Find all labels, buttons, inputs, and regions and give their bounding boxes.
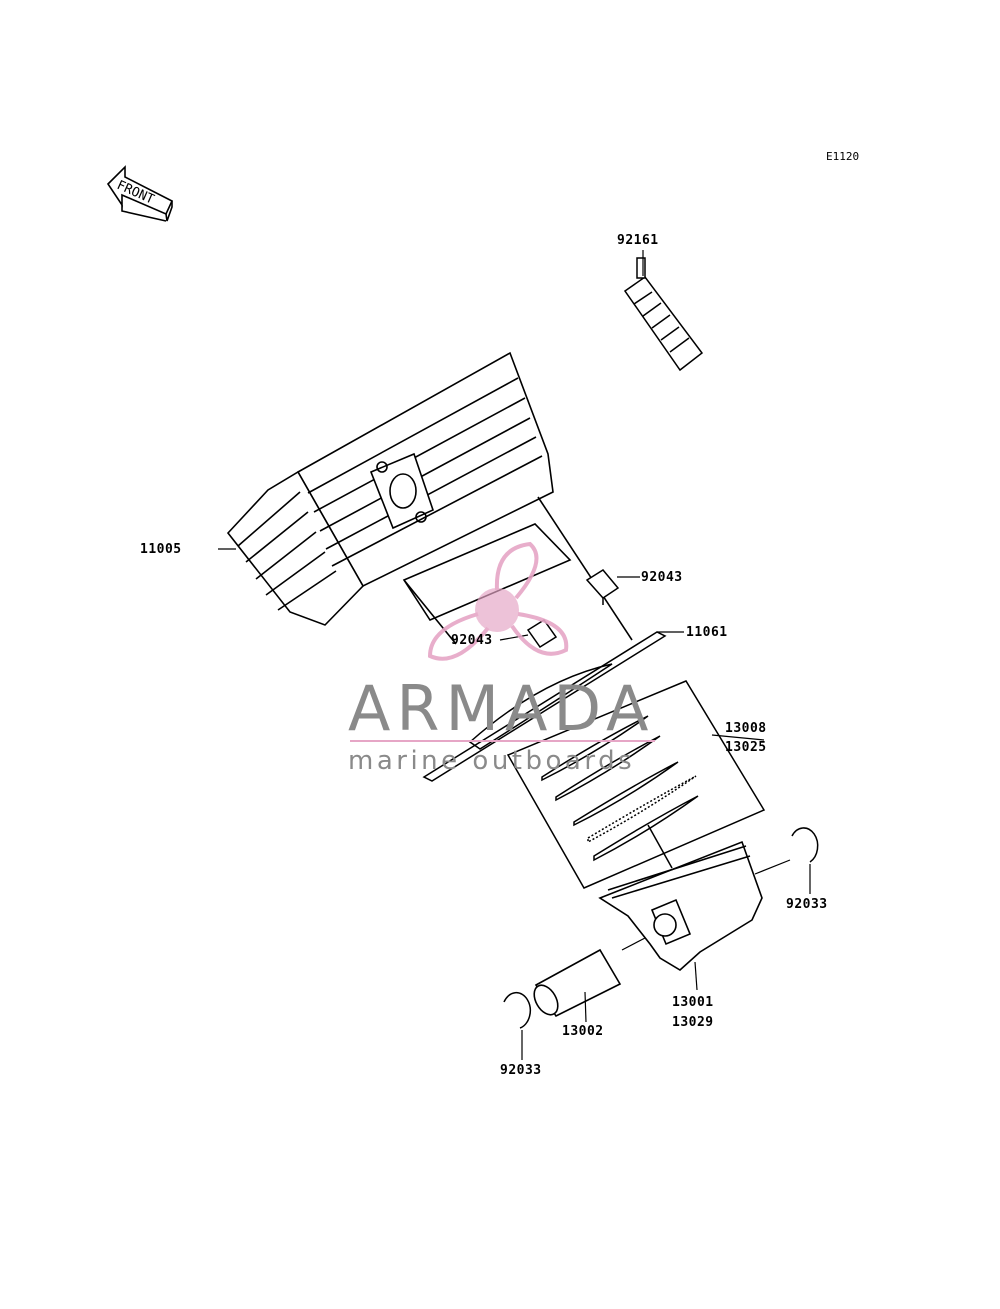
part-label-92043-upper: 92043 xyxy=(641,570,683,585)
part-label-92033-right: 92033 xyxy=(786,897,828,912)
part-label-13001: 13001 xyxy=(672,995,714,1010)
part-label-92033-left: 92033 xyxy=(500,1063,542,1078)
part-label-13002: 13002 xyxy=(562,1024,604,1039)
part-label-11005: 11005 xyxy=(140,542,182,557)
cylinder-part-11005 xyxy=(226,351,633,645)
gasket-part-11061 xyxy=(422,631,667,782)
dowel-pin-lower-92043 xyxy=(526,618,558,649)
part-label-13029: 13029 xyxy=(672,1015,714,1030)
circlip-left-92033 xyxy=(503,991,532,1029)
armada-logo-icon xyxy=(427,541,569,661)
dowel-pin-upper-92043 xyxy=(585,569,620,605)
part-label-11061: 11061 xyxy=(686,625,728,640)
diagram-code: E1120 xyxy=(826,150,860,163)
part-label-13008: 13008 xyxy=(725,721,767,736)
front-arrow-icon: FRONT xyxy=(106,165,174,222)
watermark-subtitle: marine outboards xyxy=(348,746,636,776)
part-label-92161: 92161 xyxy=(617,233,659,248)
piston-part-13001-13029 xyxy=(598,840,763,971)
part-label-92043-lower: 92043 xyxy=(451,633,493,648)
piston-pin-part-13002 xyxy=(533,948,622,1018)
part-label-13025: 13025 xyxy=(725,740,767,755)
stud-bolt-part-92161 xyxy=(623,257,704,372)
circlip-right-92033 xyxy=(791,827,819,863)
watermark-title: ARMADA xyxy=(348,672,655,745)
piston-rings-part-13008-13025 xyxy=(506,680,766,889)
